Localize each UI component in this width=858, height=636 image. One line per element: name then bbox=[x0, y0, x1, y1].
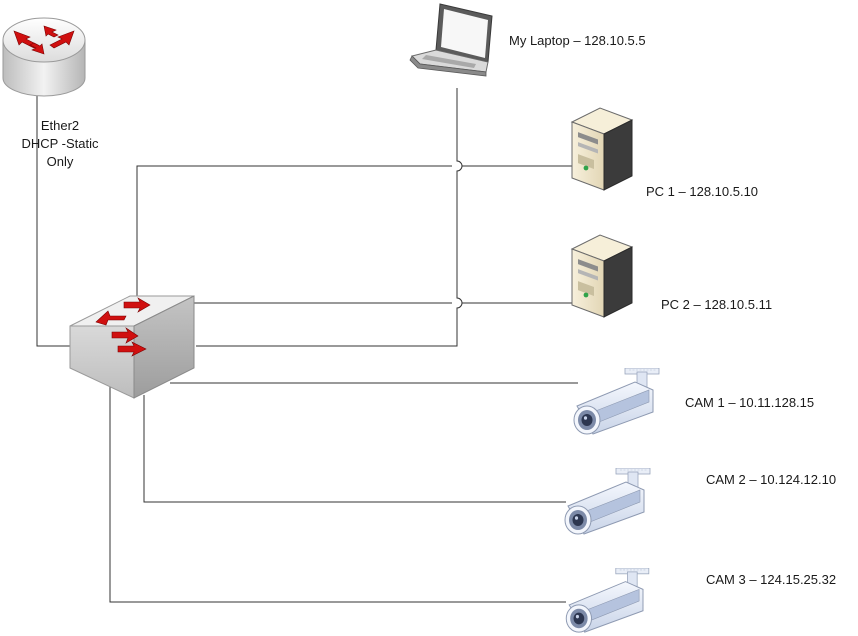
cam1-icon bbox=[573, 368, 660, 435]
router-label-line-1: Ether2 bbox=[40, 118, 80, 133]
cam2-icon bbox=[564, 468, 651, 535]
pc1-label: PC 1 – 128.10.5.10 bbox=[646, 184, 759, 199]
link-laptop bbox=[196, 88, 463, 347]
router-label-line-3: Only bbox=[46, 154, 74, 169]
pc2-icon bbox=[570, 234, 634, 318]
cam3-label: CAM 3 – 124.15.25.32 bbox=[706, 572, 837, 587]
cam3-icon bbox=[565, 568, 650, 633]
pc1-icon bbox=[570, 107, 634, 191]
link-cam3 bbox=[109, 380, 566, 603]
router-icon bbox=[2, 17, 86, 97]
cam1-label: CAM 1 – 10.11.128.15 bbox=[685, 395, 815, 410]
cam2-label: CAM 2 – 10.124.12.10 bbox=[706, 472, 837, 487]
link-pc1 bbox=[136, 165, 575, 308]
pc2-label: PC 2 – 128.10.5.11 bbox=[661, 297, 773, 312]
laptop-icon bbox=[409, 3, 493, 77]
router-label-line-2: DHCP -Static bbox=[21, 136, 99, 151]
connection-lines bbox=[36, 88, 578, 603]
switch-icon bbox=[69, 295, 195, 399]
laptop-label: My Laptop – 128.10.5.5 bbox=[509, 33, 646, 48]
router-label: Ether2 DHCP -Static Only bbox=[10, 117, 110, 171]
link-cam2 bbox=[143, 395, 566, 503]
link-router-switch bbox=[36, 96, 70, 347]
